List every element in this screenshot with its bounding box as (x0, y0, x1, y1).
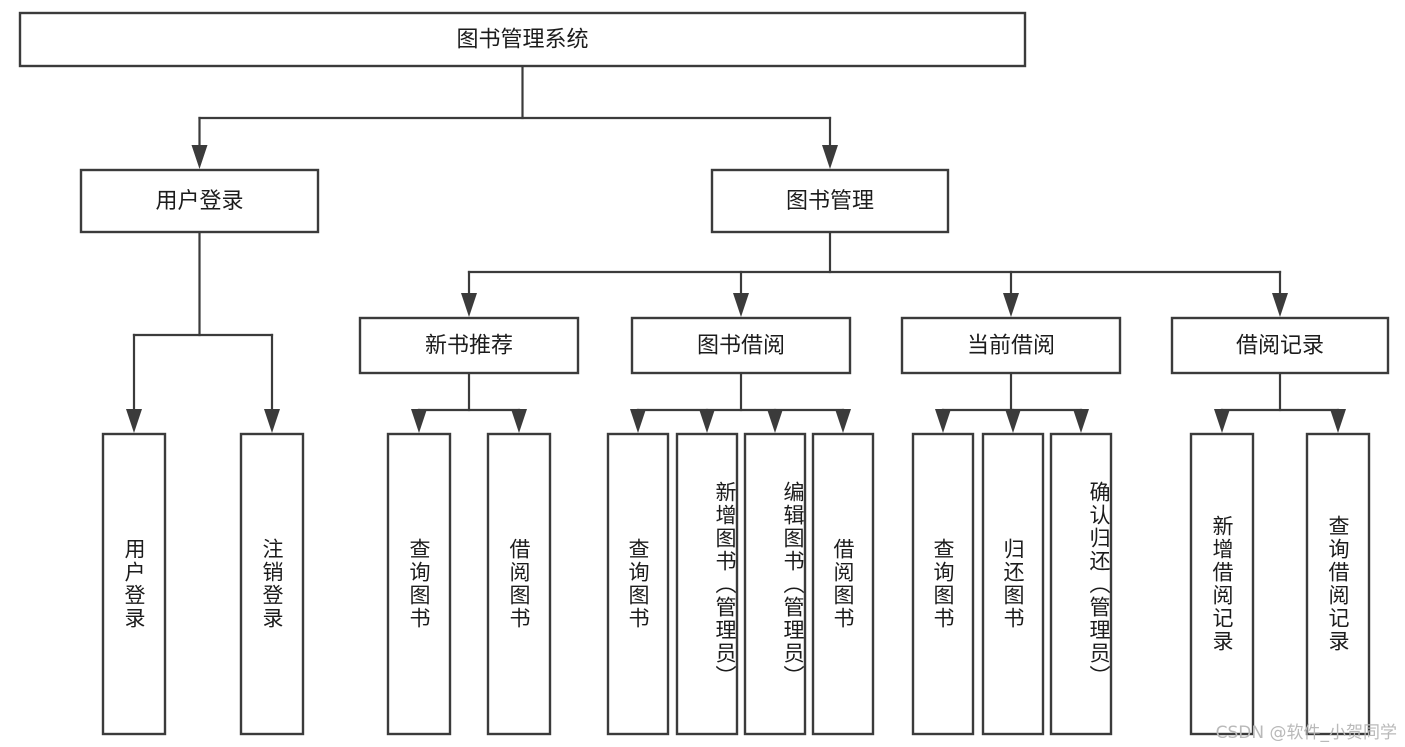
node-root[interactable] (18, 11, 1027, 68)
node-leaf-borrow-book-borrow[interactable] (811, 432, 875, 736)
arrow-head-icon (511, 409, 527, 433)
node-book-borrow-label: 图书借阅 (697, 334, 785, 359)
node-leaf-return-book[interactable] (981, 432, 1045, 736)
arrow-head-icon (1003, 293, 1019, 317)
node-leaf-confirm-return-admin[interactable] (1049, 432, 1113, 736)
node-leaf-add-book-admin[interactable] (675, 432, 739, 736)
node-root-label: 图书管理系统 (456, 28, 588, 53)
arrow-head-icon (935, 409, 951, 433)
arrow-head-icon (1330, 409, 1346, 433)
node-current-borrow[interactable] (900, 316, 1122, 375)
node-leaf-query-borrow-record[interactable] (1305, 432, 1371, 736)
node-leaf-user-logout[interactable] (239, 432, 305, 736)
node-leaf-user-login[interactable] (101, 432, 167, 736)
node-leaf-add-borrow-record[interactable] (1189, 432, 1255, 736)
arrow-head-icon (835, 409, 851, 433)
node-current-borrow-label: 当前借阅 (967, 334, 1055, 359)
node-borrow-record[interactable] (1170, 316, 1390, 375)
arrow-head-icon (767, 409, 783, 433)
node-user-login-label: 用户登录 (155, 189, 243, 214)
node-book-management[interactable] (710, 168, 950, 234)
node-leaf-borrow-book-new[interactable] (486, 432, 552, 736)
node-leaf-query-book-current[interactable] (911, 432, 975, 736)
node-new-book-recommend-label: 新书推荐 (425, 334, 513, 359)
arrow-head-icon (1214, 409, 1230, 433)
node-book-borrow[interactable] (630, 316, 852, 375)
arrow-head-icon (126, 409, 142, 433)
arrow-head-icon (191, 145, 208, 169)
csdn-watermark: CSDN @软件_小贺同学 (1215, 723, 1397, 743)
node-leaf-query-book-new[interactable] (386, 432, 452, 736)
arrow-head-icon (822, 145, 838, 169)
node-leaf-edit-book-admin[interactable] (743, 432, 807, 736)
arrow-head-icon (1272, 293, 1288, 317)
node-user-login[interactable] (79, 168, 320, 234)
arrow-head-icon (630, 409, 646, 433)
arrow-head-icon (411, 409, 427, 433)
arrow-head-icon (461, 293, 477, 317)
node-borrow-record-label: 借阅记录 (1236, 334, 1324, 359)
node-leaf-query-book-borrow[interactable] (606, 432, 670, 736)
node-book-management-label: 图书管理 (786, 189, 874, 214)
connector-layer (126, 64, 1346, 433)
arrow-head-icon (699, 409, 715, 433)
arrow-head-icon (264, 409, 280, 433)
node-box-layer (18, 11, 1390, 736)
node-new-book-recommend[interactable] (358, 316, 580, 375)
arrow-head-icon (1073, 409, 1089, 433)
arrow-head-icon (1005, 409, 1021, 433)
arrow-head-icon (733, 293, 749, 317)
